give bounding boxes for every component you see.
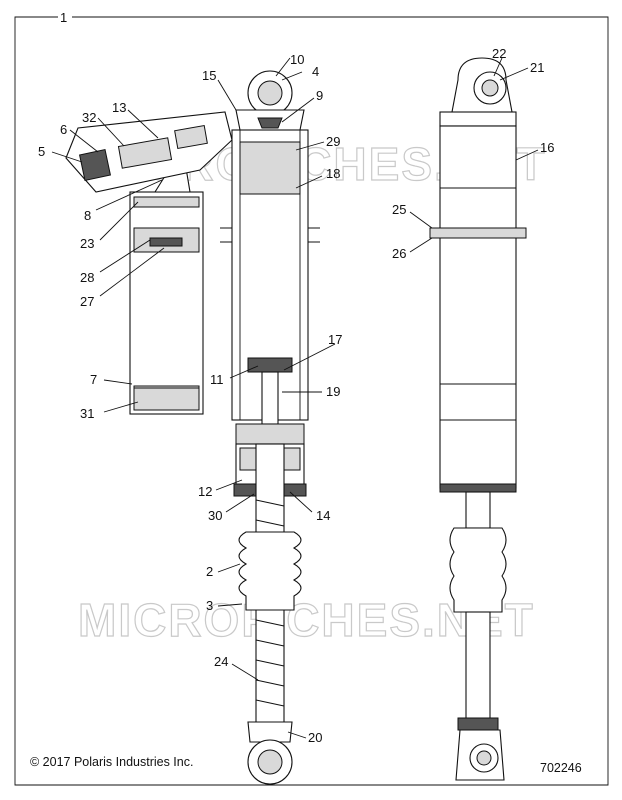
callout-15: 15 (202, 68, 216, 83)
callout-8: 8 (84, 208, 91, 223)
callout-17: 17 (328, 332, 342, 347)
shock-cutaway (220, 70, 320, 785)
callout-30: 30 (208, 508, 222, 523)
callout-3: 3 (206, 598, 213, 613)
exterior-shaft (465, 491, 491, 529)
body-bladder (239, 141, 301, 195)
reservoir-body (129, 191, 204, 415)
bottom-clevis (247, 721, 293, 743)
exterior-bottom-ring (439, 483, 517, 493)
leader-lines (51, 57, 539, 739)
diagram-number: 702246 (540, 761, 582, 775)
reservoir-top-cap (133, 196, 200, 208)
callout-20: 20 (308, 730, 322, 745)
adjuster-collar (174, 124, 208, 150)
callout-6: 6 (60, 122, 67, 137)
callout-18: 18 (326, 166, 340, 181)
callout-19: 19 (326, 384, 340, 399)
exterior-preload-ring (429, 227, 527, 239)
callout-11: 11 (210, 372, 224, 387)
seal-head-left (239, 447, 257, 471)
callout-5: 5 (38, 144, 45, 159)
callout-2: 2 (206, 564, 213, 579)
piston-rod-upper (261, 371, 279, 425)
shock-exterior (429, 57, 527, 781)
callout-24: 24 (214, 654, 228, 669)
reservoir-end-cap (133, 385, 200, 411)
adjuster-knob (78, 148, 112, 182)
bottom-eye-bushing (257, 749, 283, 775)
callout-25: 25 (392, 202, 406, 217)
callout-9: 9 (316, 88, 323, 103)
callout-23: 23 (80, 236, 94, 251)
exterior-boot (449, 527, 507, 613)
spring-seat-clips (220, 227, 320, 243)
callout-14: 14 (316, 508, 330, 523)
callout-32: 32 (82, 110, 96, 125)
exterior-lower-collar (457, 717, 499, 731)
dust-boot (238, 531, 302, 611)
callout-7: 7 (90, 372, 97, 387)
callout-22: 22 (492, 46, 506, 61)
copyright-text: © 2017 Polaris Industries Inc. (30, 755, 193, 769)
callout-26: 26 (392, 246, 406, 261)
diagram-frame (14, 16, 609, 786)
top-eye-bushing (257, 80, 283, 106)
callout-10: 10 (290, 52, 304, 67)
callout-16: 16 (540, 140, 554, 155)
callout-29: 29 (326, 134, 340, 149)
piston-top (247, 357, 293, 373)
callout-13: 13 (112, 100, 126, 115)
reservoir-assembly (65, 111, 233, 415)
exterior-top-cap (439, 111, 517, 127)
callout-12: 12 (198, 484, 212, 499)
exterior-lower-shaft (465, 611, 491, 721)
exterior-body (439, 125, 517, 489)
assembly-label: 1 (60, 10, 67, 25)
callout-31: 31 (80, 406, 94, 421)
exterior-bottom-bushing (476, 750, 492, 766)
adjuster-valve (117, 137, 173, 169)
callout-4: 4 (312, 64, 319, 79)
piston-valve-stack (235, 423, 305, 445)
reservoir-piston-seal (149, 237, 183, 247)
callout-21: 21 (530, 60, 544, 75)
seal-head-right (283, 447, 301, 471)
top-cap-fastener (257, 117, 283, 129)
callout-27: 27 (80, 294, 94, 309)
exterior-top-bushing (481, 79, 499, 97)
callout-labels: 10 4 15 9 13 32 6 5 8 23 28 27 7 31 29 1… (38, 46, 554, 745)
callout-28: 28 (80, 270, 94, 285)
